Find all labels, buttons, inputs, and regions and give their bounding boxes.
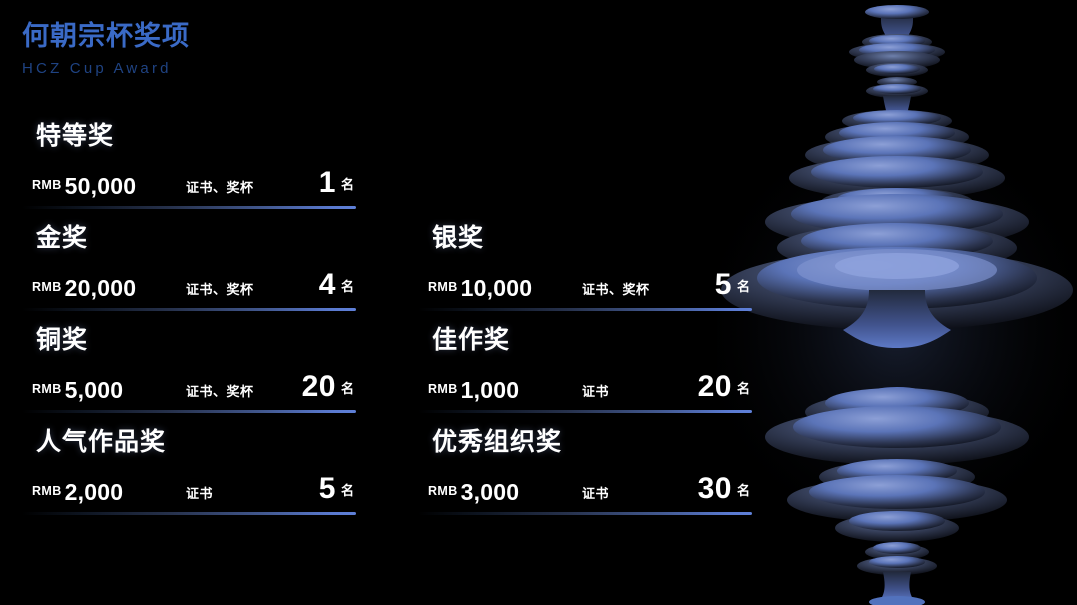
- currency-label: RMB: [32, 280, 62, 294]
- count-number: 1: [318, 166, 336, 199]
- slide-header: 何朝宗杯奖项 HCZ Cup Award: [22, 20, 442, 77]
- count-number: 5: [318, 472, 336, 505]
- count-unit: 名: [340, 279, 354, 294]
- award-prize-items: 证书、奖杯: [186, 282, 254, 297]
- award-prize-items: 证书、奖杯: [186, 180, 254, 195]
- award-title: 佳作奖: [432, 326, 511, 354]
- award-title: 人气作品奖: [36, 428, 167, 456]
- amount-value: 2,000: [64, 479, 124, 505]
- award-count: 30 名: [698, 472, 750, 506]
- currency-label: RMB: [32, 382, 62, 396]
- amount-value: 3,000: [460, 479, 520, 505]
- amount-value: 50,000: [64, 173, 137, 199]
- page-title: 何朝宗杯奖项: [22, 21, 190, 51]
- count-number: 20: [697, 370, 732, 403]
- award-count: 20 名: [302, 370, 354, 404]
- award-title: 特等奖: [36, 122, 115, 150]
- currency-label: RMB: [428, 484, 458, 498]
- amount-value: 10,000: [460, 275, 533, 301]
- count-unit: 名: [340, 483, 354, 498]
- count-unit: 名: [340, 381, 354, 396]
- award-divider: [22, 308, 356, 311]
- currency-label: RMB: [428, 382, 458, 396]
- count-unit: 名: [736, 483, 750, 498]
- award-prize-items: 证书、奖杯: [582, 282, 650, 297]
- award-prize-items: 证书、奖杯: [186, 384, 254, 399]
- amount-value: 20,000: [64, 275, 137, 301]
- currency-label: RMB: [428, 280, 458, 294]
- page-subtitle: HCZ Cup Award: [22, 60, 172, 78]
- award-prize-items: 证书: [186, 486, 214, 501]
- count-unit: 名: [736, 381, 750, 396]
- award-title: 银奖: [432, 224, 485, 252]
- award-divider: [418, 410, 752, 413]
- amount-value: 1,000: [460, 377, 520, 403]
- award-divider: [418, 512, 752, 515]
- award-divider: [22, 410, 356, 413]
- award-divider: [418, 308, 752, 311]
- award-prize-items: 证书: [582, 384, 610, 399]
- award-title: 铜奖: [36, 326, 89, 354]
- count-number: 20: [301, 370, 336, 403]
- award-divider: [22, 206, 356, 209]
- count-number: 30: [697, 472, 732, 505]
- count-unit: 名: [736, 279, 750, 294]
- count-unit: 名: [340, 177, 354, 192]
- count-number: 5: [714, 268, 732, 301]
- currency-label: RMB: [32, 484, 62, 498]
- award-title: 金奖: [36, 224, 89, 252]
- award-count: 20 名: [698, 370, 750, 404]
- currency-label: RMB: [32, 178, 62, 192]
- award-prize-items: 证书: [582, 486, 610, 501]
- ceramic-vase-sculpture-icon: [717, 0, 1077, 605]
- award-title: 优秀组织奖: [432, 428, 563, 456]
- count-number: 4: [318, 268, 336, 301]
- amount-value: 5,000: [64, 377, 124, 403]
- award-divider: [22, 512, 356, 515]
